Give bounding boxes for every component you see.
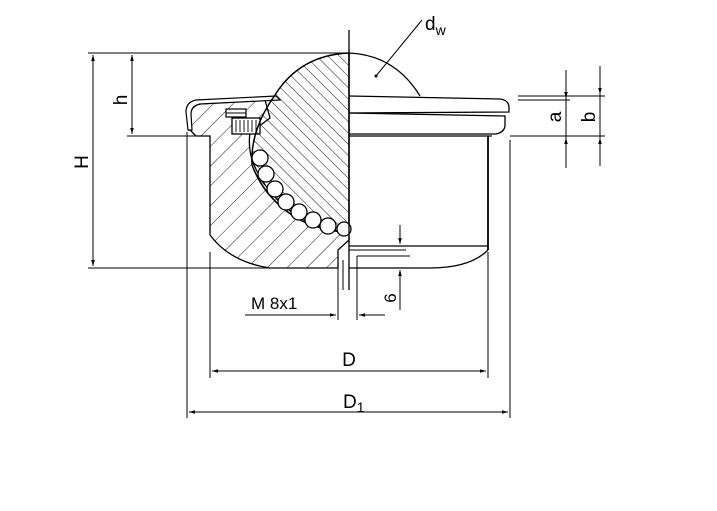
housing-view (348, 95, 510, 269)
body-bottom-curve (349, 249, 489, 269)
dimensions (88, 19, 605, 418)
label-h: h (111, 95, 132, 106)
labels: dw H h a b M 8x1 6 D D1 (72, 14, 600, 415)
flange-top (348, 95, 510, 114)
support-balls (251, 149, 352, 237)
label-D: D (342, 350, 356, 371)
label-thread: M 8x1 (251, 294, 297, 313)
label-D1: D1 (343, 392, 365, 415)
drain-hole (337, 250, 358, 320)
label-H: H (72, 155, 93, 169)
dw-leader (375, 19, 423, 77)
label-b: b (579, 112, 600, 123)
label-dw: dw (425, 14, 447, 38)
ball-view (348, 52, 421, 97)
flange-lower (348, 112, 506, 135)
label-a: a (545, 111, 566, 122)
label-drain-depth: 6 (381, 293, 400, 302)
